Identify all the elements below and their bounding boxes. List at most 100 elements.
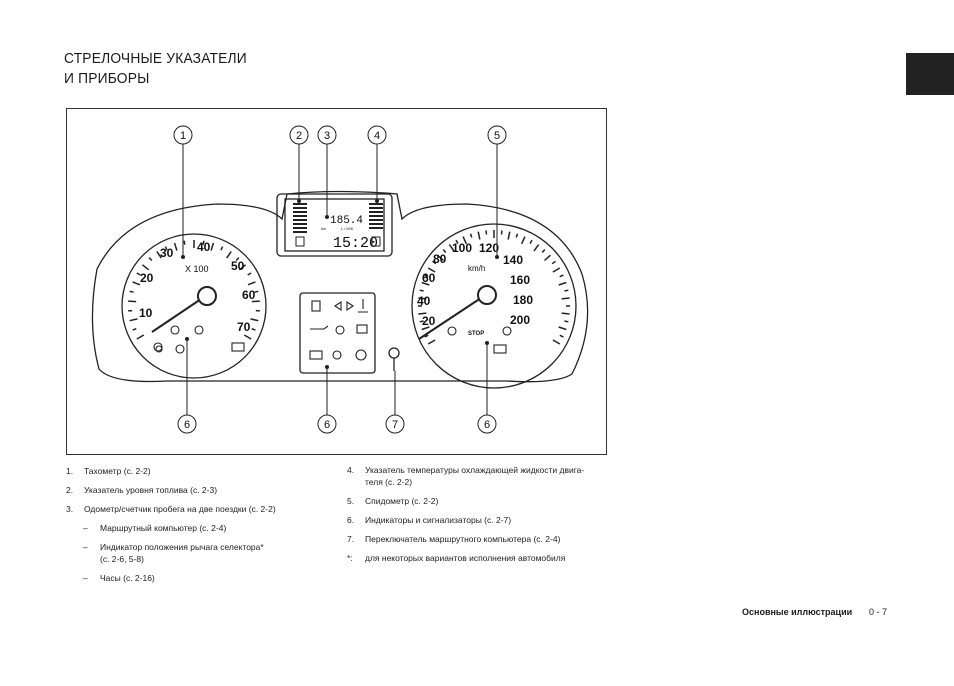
page-title-line-1: СТРЕЛОЧНЫЕ УКАЗАТЕЛИ [64,50,247,67]
lcd-unit-km: km [321,227,326,232]
list-item-text: Спидометр (с. 2-2) [365,496,439,506]
speedo-unit: km/h [468,264,485,273]
tachometer-tick [164,246,168,251]
rear-defrost-icon [231,342,245,352]
tacho-label-10: 10 [139,306,153,320]
list-item: 2. Указатель уровня топлива (с. 2-3) [66,484,336,496]
speedo-label-20: 20 [422,314,436,328]
speedometer-tick [427,267,436,273]
tacho-label-40: 40 [197,240,211,254]
speedo-label-80: 80 [433,252,447,266]
cluster-outline [91,190,589,383]
tachometer-tick [247,281,256,286]
lcd-odometer: 185.4 [330,215,363,227]
tachometer-tick [129,318,138,322]
speedometer-tick [437,254,444,262]
list-item-number: *: [347,553,353,563]
callout-5 [487,125,507,145]
list-item-text: Индикаторы и сигнализаторы (с. 2-7) [365,515,512,525]
callout-3-label: 3 [324,130,330,142]
speedometer-tick [561,312,570,315]
lcd-bar-graphs [293,203,383,247]
chapter-tab [906,53,954,95]
speedometer-tick [559,334,564,338]
tacho-label-70: 70 [237,320,251,334]
tachometer-tick [243,334,252,340]
speedometer-tick [455,239,459,245]
tacho-label-50: 50 [231,259,245,273]
list-item-text-continued: теля (с. 2-2) [365,477,413,487]
lcd-display-frame [276,193,393,257]
tachometer-tick [235,257,240,262]
callout-6-right-label: 6 [484,419,490,431]
seatbelt-icon [153,342,163,352]
tachometer-needle [151,294,208,333]
list-subitem: – Индикатор положения рычага селектора* … [66,541,336,565]
speedometer-tick [552,339,561,345]
list-item-number: 6. [347,515,355,525]
tachometer-tick [254,290,259,293]
list-item-text: для некоторых вариантов исполнения автом… [365,553,566,563]
tachometer-tick [247,272,252,276]
list-subitem-text: Часы (с. 2-16) [100,573,155,583]
footer-section-title: Основные иллюстрации [742,607,853,617]
callout-6-left-label: 6 [184,419,190,431]
coolant-warning-icon [358,299,368,313]
list-item-number: 4. [347,465,355,475]
callout-2-label: 2 [296,130,302,142]
speedo-label-100: 100 [452,241,472,255]
tachometer-tick [183,240,186,245]
stop-lamp-label: STOP [468,331,484,337]
callout-4-label: 4 [374,130,380,142]
list-item: *: для некоторых вариантов исполнения ав… [347,552,609,564]
speedometer-tick [448,244,455,252]
legend-list-right: 4. Указатель температуры охлаждающей жид… [347,464,609,571]
list-item-text: Одометр/счетчик пробега на две поездки (… [84,504,276,514]
footer-page-number: 0 - 7 [869,607,888,617]
tacho-multiplier: X 100 [185,264,209,274]
tachometer-tick [251,327,256,331]
list-subitem-text: Маршрутный компьютер (с. 2-4) [100,523,227,533]
list-item-text: Переключатель маршрутного компьютера (с.… [365,534,561,544]
speedometer-tick [551,260,556,265]
list-item: 4. Указатель температуры охлаждающей жид… [347,464,609,488]
tachometer-tick [173,242,178,251]
speedometer-tick [477,231,481,240]
speedo-label-160: 160 [510,273,530,287]
tacho-label-20: 20 [140,271,154,285]
speedometer-tick [442,249,447,253]
callout-5-label: 5 [494,130,500,142]
list-item-text: Указатель температуры охлаждающей жидкос… [365,465,585,475]
speedometer-tick [533,244,540,252]
speedometer-tick [564,289,569,292]
tachometer-tick [220,246,224,251]
list-subitem: – Маршрутный компьютер (с. 2-4) [66,522,336,534]
list-subitem-text-continued: (с. 2-6, 5-8) [100,554,144,564]
tachometer-tick [136,334,145,340]
callout-6-center [317,414,337,434]
callout-1-label: 1 [180,130,186,142]
list-item: 1. Тахометр (с. 2-2) [66,465,336,477]
fuel-pump-icon [295,236,305,247]
speedometer-tick [421,281,430,286]
speedometer-tick [552,267,561,273]
speedometer-tick [559,274,564,278]
callout-2 [289,125,309,145]
tachometer-tick [251,300,260,303]
speedo-label-60: 60 [422,271,436,285]
tacho-label-60: 60 [242,288,256,302]
tachometer-tick [132,327,137,331]
speedo-label-180: 180 [513,293,533,307]
speedometer-tick [424,334,429,338]
fog-light-icon [447,326,457,336]
speedometer-tick [515,233,519,238]
speedometer-tick [529,239,533,245]
tachometer-tick [136,272,141,276]
list-item-number: 5. [347,496,355,506]
speedometer-needle [418,293,488,340]
speedo-label-120: 120 [479,241,499,255]
speedometer-tick [561,297,570,300]
callout-7 [385,414,405,434]
speedometer-tick [541,249,546,253]
tachometer-tick [156,251,162,259]
